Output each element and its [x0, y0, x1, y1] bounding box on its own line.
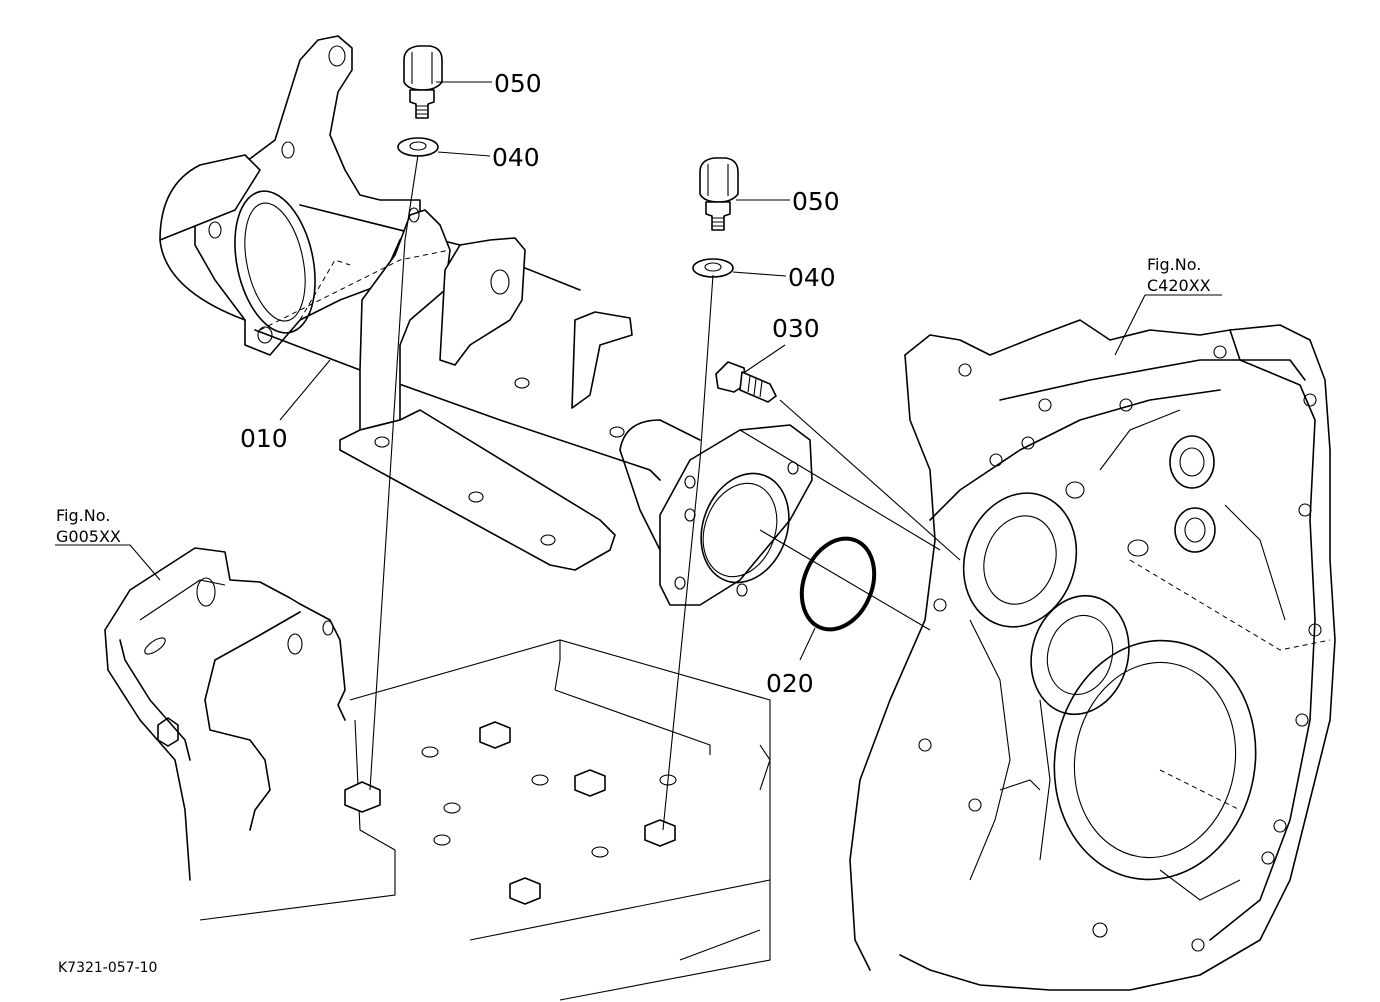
- fig-ref-right-code: C420XX: [1147, 276, 1211, 295]
- label-leader-lines: [55, 81, 1222, 661]
- part-040-washer-lower: [692, 258, 734, 278]
- part-010-shaft-support: [159, 35, 813, 606]
- part-020-o-ring: [799, 536, 877, 632]
- fig-ref-left-code: G005XX: [56, 527, 121, 546]
- left-frame-bracket: [104, 547, 346, 881]
- part-040-washer-upper: [397, 137, 439, 157]
- assembly-center-lines: [369, 154, 961, 831]
- part-030-bolt: [715, 361, 777, 403]
- label-030: 030: [772, 314, 820, 343]
- transmission-case: [849, 319, 1336, 991]
- label-010: 010: [240, 424, 288, 453]
- label-020: 020: [766, 669, 814, 698]
- fig-ref-left-prefix: Fig.No.: [56, 506, 110, 525]
- frame-base-plate: [157, 639, 771, 1001]
- label-040-upper: 040: [492, 143, 540, 172]
- part-050-plug-lower: [699, 157, 739, 231]
- label-050-lower: 050: [792, 187, 840, 216]
- label-040-lower: 040: [788, 263, 836, 292]
- drawing-code: K7321-057-10: [58, 960, 157, 976]
- label-050-upper: 050: [494, 69, 542, 98]
- part-050-plug-upper: [403, 45, 443, 119]
- fig-ref-right-prefix: Fig.No.: [1147, 255, 1201, 274]
